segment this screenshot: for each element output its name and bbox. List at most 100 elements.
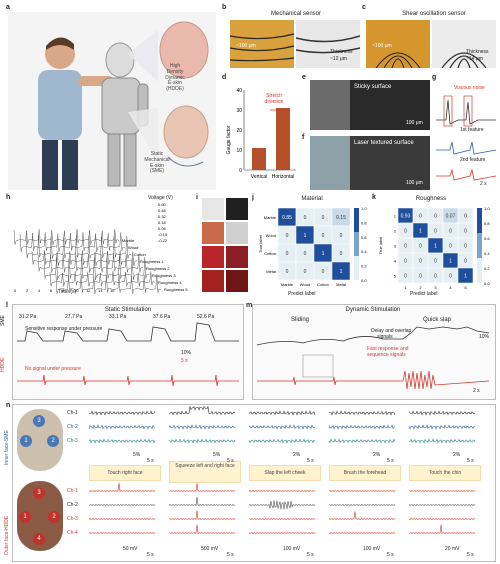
j-value-1-0: 0 xyxy=(286,233,289,239)
panel-label-h: h xyxy=(6,194,11,201)
k-ylabel: True label xyxy=(378,237,383,255)
panel-label-k: k xyxy=(372,194,376,201)
h-xtick-1: 2 xyxy=(26,288,29,293)
hdde-label-5: (HDDE) xyxy=(166,86,184,92)
panel-b-thickness-value: ~12 μm xyxy=(330,56,347,62)
panel-label-n: n xyxy=(6,402,11,409)
h-xtick-0: 0 xyxy=(14,288,17,293)
k-value-0-1: 0 xyxy=(419,214,422,220)
k-xtick-1: 2 xyxy=(419,285,422,290)
panel-label-e: e xyxy=(302,74,306,81)
n-bot-trace-0-1 xyxy=(88,504,156,506)
d-xtick-1: Horizontal xyxy=(272,174,295,180)
h-series-label-5: Roughness 3 xyxy=(152,273,176,278)
k-xtick-3: 4 xyxy=(449,285,452,290)
k-value-1-3: 0 xyxy=(449,229,452,235)
action-2: Squeeze left and right face xyxy=(169,461,241,483)
h-trace-1 xyxy=(19,232,126,252)
l-row-sme: SME xyxy=(0,315,6,326)
channel-traces xyxy=(88,405,476,535)
laser-scale: 100 μm xyxy=(406,180,423,186)
h-trace-4 xyxy=(37,253,144,273)
top-scale-3: 2% xyxy=(293,452,301,458)
k-value-0-3: 0.07 xyxy=(446,214,456,220)
n-top-trace-1-0 xyxy=(168,405,236,416)
top-time-1: 5 s xyxy=(147,458,154,464)
hdde-response-text: No signal under pressure xyxy=(25,366,81,372)
k-colorbar-seg-1 xyxy=(477,220,482,233)
m-scale-percent: 10% xyxy=(479,334,490,340)
inner-marker-2: 1 xyxy=(20,435,32,447)
k-colorbar-tick-3: 0.4 xyxy=(484,251,490,256)
n-top-trace-2-0 xyxy=(248,410,316,416)
n-top-trace-4-0 xyxy=(408,410,476,416)
bot-ch-1: Ch-1 xyxy=(67,488,78,494)
h-ytick-1: 0.46 xyxy=(158,208,167,213)
j-colorbar-tick-1: 0.8 xyxy=(361,220,367,225)
j-value-2-0: 0 xyxy=(286,251,289,257)
j-ytick-0: Marble xyxy=(264,215,277,220)
j-colorbar-tick-5: 0.0 xyxy=(361,278,367,283)
h-series-label-0: Marble xyxy=(122,238,135,243)
pressure-4: 37.6 Pa xyxy=(153,314,171,320)
panel-label-g: g xyxy=(432,74,437,81)
bot-time-4: 5 s xyxy=(387,552,394,558)
n-bot-trace-4-0 xyxy=(408,490,476,492)
j-value-2-3: 0 xyxy=(340,251,343,257)
k-xtick-2: 3 xyxy=(434,285,437,290)
k-xtick-0: 1 xyxy=(404,285,407,290)
n-bot-trace-1-3 xyxy=(168,524,236,535)
inner-face-label: Inner face-SME xyxy=(4,430,10,465)
j-value-0-1: 0 xyxy=(304,215,307,221)
panel-g-signals: Viscous noise 1st feature 2nd feature 2 … xyxy=(436,80,497,190)
h-trace-7 xyxy=(55,274,162,294)
bot-time-3: 5 s xyxy=(307,552,314,558)
n-bot-trace-2-3 xyxy=(248,532,316,534)
action-1: Touch right face xyxy=(89,465,161,481)
top-time-2: 5 s xyxy=(227,458,234,464)
h-xlabel: Time (s) xyxy=(58,289,77,295)
sme-label-4: (SME) xyxy=(149,168,165,175)
n-bot-trace-2-1 xyxy=(248,500,316,510)
k-value-2-0: 0 xyxy=(404,244,407,250)
h-ylabel: Voltage (V) xyxy=(148,195,173,201)
d-ytick-3: 30 xyxy=(236,108,242,114)
top-ch-2: Ch-2 xyxy=(67,424,78,430)
bot-ch-4: Ch-4 xyxy=(67,530,78,536)
bot-time-2: 5 s xyxy=(227,552,234,558)
k-colorbar-tick-0: 1.0 xyxy=(484,206,490,211)
h-ytick-0: 0.60 xyxy=(158,202,167,207)
h-xtick-4: 8 xyxy=(62,288,65,293)
outer-marker-1: 3 xyxy=(33,487,45,499)
n-top-trace-2-1 xyxy=(248,424,315,430)
h-series-label-4: Roughness 2 xyxy=(146,266,170,271)
n-bot-trace-3-1 xyxy=(328,504,396,506)
n-bot-trace-0-0 xyxy=(88,482,156,493)
m-scale-time: 2 s xyxy=(473,388,480,394)
k-value-1-4: 0 xyxy=(464,229,467,235)
h-series-label-3: Roughness 1 xyxy=(140,259,164,264)
k-value-4-0: 0 xyxy=(404,274,407,280)
h-ytick-4: 0.04 xyxy=(158,226,167,231)
bot-time-5: 5 s xyxy=(467,552,474,558)
h-ytick-3: 0.18 xyxy=(158,220,167,225)
inner-marker-1: 3 xyxy=(33,415,45,427)
panel-label-d: d xyxy=(222,74,227,81)
n-bot-trace-4-1 xyxy=(408,504,476,506)
k-colorbar-tick-2: 0.6 xyxy=(484,236,490,241)
k-value-3-3: 1 xyxy=(449,259,452,265)
h-trace-3 xyxy=(31,250,138,266)
k-colorbar-tick-4: 0.2 xyxy=(484,266,490,271)
h-series-label-6: Roughness 4 xyxy=(158,280,182,285)
panel-b-title: Mechanical sensor xyxy=(270,11,322,17)
sme-label-3: E-skin xyxy=(150,162,164,169)
sticky-scale: 100 μm xyxy=(406,120,423,126)
k-value-1-1: 1 xyxy=(419,229,422,235)
n-bot-trace-3-0 xyxy=(328,490,396,492)
panel-c-images: ~100 μm Thickness ~14 μm xyxy=(366,20,496,69)
k-cell-4-4 xyxy=(457,267,474,284)
n-bot-trace-1-1 xyxy=(168,496,236,507)
k-value-2-4: 0 xyxy=(464,244,467,250)
